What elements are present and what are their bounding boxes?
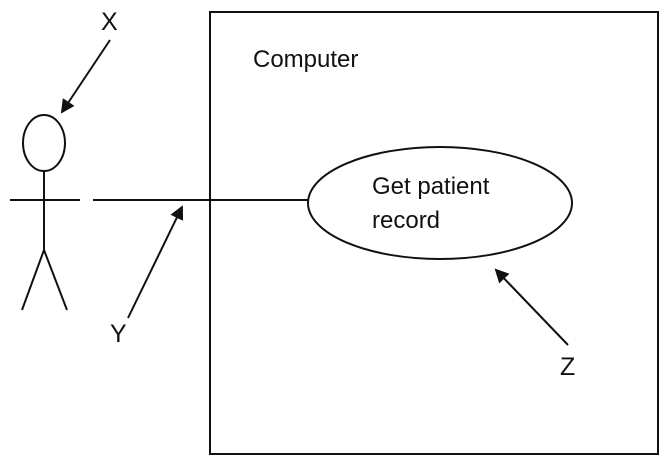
- use-case-ellipse: [307, 146, 573, 260]
- label-y: Y: [110, 320, 127, 348]
- label-x: X: [101, 8, 118, 36]
- system-boundary: [209, 11, 659, 455]
- use-case-label-line1: Get patient: [372, 173, 490, 200]
- arrow-y: [127, 205, 184, 319]
- arrow-z: [494, 268, 569, 346]
- system-title: Computer: [253, 46, 358, 73]
- actor-head: [22, 114, 66, 172]
- actor-left-leg: [21, 249, 45, 311]
- arrow-x: [60, 39, 111, 114]
- use-case-label-line2: record: [372, 207, 440, 234]
- label-z: Z: [560, 353, 575, 381]
- actor-stick-figure: [10, 114, 80, 311]
- actor-right-leg: [43, 249, 68, 311]
